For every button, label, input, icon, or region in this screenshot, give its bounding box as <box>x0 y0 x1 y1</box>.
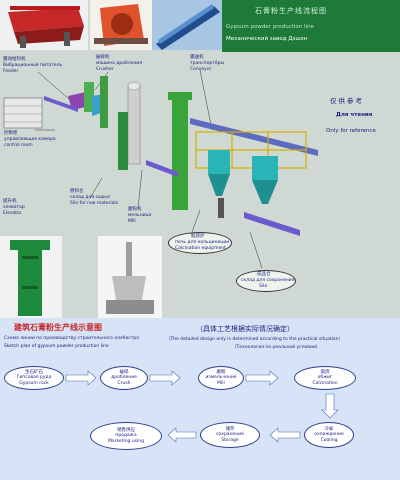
side-note-en: Only for reference <box>326 128 376 134</box>
plan-title-ru: Схема линии по производству строительног… <box>4 336 139 341</box>
note-ru: （Технология по реальной условии） <box>232 345 321 350</box>
plan-title-en: Sketch plan of gypsum powder production … <box>4 344 109 349</box>
flow-node-storage: 储存 сохранение Storage <box>200 422 260 448</box>
side-note-cn: 仅供参考 <box>330 97 364 105</box>
flow-node-calcination: 煅烧 обжиг Calcination <box>294 366 356 390</box>
elevator-photo <box>0 236 62 318</box>
flow-node-cooling: 冷却 охлаждение Cooling <box>304 422 354 448</box>
flow-node-crush: 破碎 дробление Crush <box>100 366 148 390</box>
label-calcination: 煅烧炉 печь для кальцинации Calcination equ… <box>168 232 232 254</box>
flow-node-mill: 磨粉 измельчение Mill <box>198 366 244 390</box>
schematic-panel <box>0 0 400 318</box>
flow-arrows <box>65 370 339 443</box>
plan-title-cn: 建筑石膏粉生产线示意图 <box>14 323 102 332</box>
flow-node-marketing: 销售供应 продажа Marketing using <box>90 422 162 450</box>
conveyor-photo <box>152 0 222 50</box>
banner-title-ru: Механический завод Дэшэн <box>226 36 308 42</box>
crusher-photo <box>90 0 152 50</box>
banner-title-cn: 石膏粉生产线流程图 <box>255 7 327 15</box>
mill-photo <box>98 236 162 318</box>
label-product-silo: 成品仓 склад для сохранения Silo <box>236 270 296 292</box>
banner-title-en: Gypsum powder production line <box>226 24 314 30</box>
plant-drawing <box>3 69 318 269</box>
flow-node-gypsum-rock: 生石矿石 Гипсовая руда Gypsum rock <box>4 366 64 390</box>
note-en: （The detailed design only is determined … <box>166 337 343 342</box>
title-banner <box>222 0 400 52</box>
feeder-photo <box>0 0 88 50</box>
side-note-ru: Для чтения <box>336 112 373 118</box>
note-cn: （具体工艺根据实际情况确定） <box>196 325 294 333</box>
